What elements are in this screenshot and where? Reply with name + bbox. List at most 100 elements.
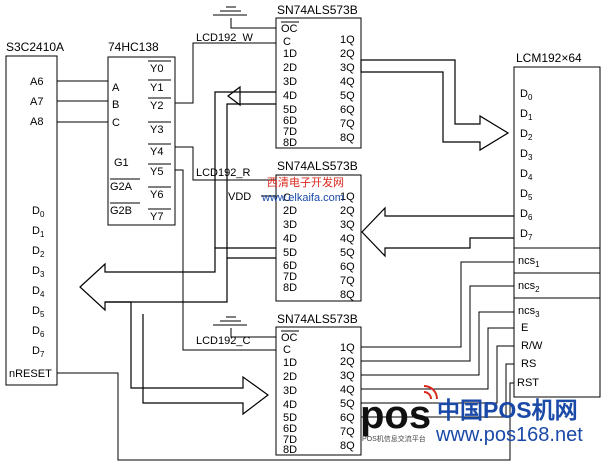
latch-1-signal-label: LCD192_W [196, 32, 253, 44]
cpu-pin-d3: D3 [32, 265, 45, 279]
cpu-pin-d7: D7 [32, 345, 45, 359]
svg-text:1Q: 1Q [340, 34, 355, 46]
svg-text:2Q: 2Q [340, 205, 355, 217]
bus-line-to-latch1 [214, 91, 276, 258]
lcm-block: LCM192×64 D0 D1 D2 D3 D4 D5 D6 D7 ncs1 n… [513, 51, 601, 398]
bus-arrow-latch1-to-lcm [360, 59, 510, 152]
lcm-title: LCM192×64 [516, 51, 582, 65]
decoder-out-y6: Y6 [150, 189, 163, 201]
lcm-data-pins: D0 D1 D2 D3 D4 D5 D6 D7 [520, 88, 533, 242]
svg-text:2Q: 2Q [340, 356, 355, 368]
lcm-pin-d1: D1 [520, 108, 533, 122]
lcm-pin-rw: R/W [521, 340, 543, 352]
svg-text:6D: 6D [283, 423, 297, 435]
latch-3-pin-oc: OC [281, 332, 298, 344]
lcm-pin-rs: RS [521, 358, 536, 370]
decoder-box [107, 56, 176, 226]
lcm-control-pins: E R/W RS RST [517, 322, 543, 389]
svg-text:6Q: 6Q [340, 104, 355, 116]
svg-text:3Q: 3Q [340, 62, 355, 74]
svg-text:8Q: 8Q [340, 132, 355, 144]
svg-text:3D: 3D [283, 76, 297, 88]
decoder-out-y0: Y0 [150, 63, 163, 75]
svg-text:5Q: 5Q [340, 90, 355, 102]
lcm-pin-d4: D4 [520, 168, 533, 182]
svg-text:6Q: 6Q [340, 261, 355, 273]
wires [57, 6, 514, 461]
latch-3-box [275, 326, 362, 456]
cpu-block: S3C2410A A6 A7 A8 D0 D1 D2 D3 D4 D5 D6 D… [5, 40, 64, 386]
latch-1-box [275, 17, 362, 149]
cpu-pin-a8: A8 [30, 116, 43, 128]
latch-1-d-pins: 1D 2D 3D 4D 5D 6D 7D 8D [283, 48, 297, 149]
decoder-block: 74HC138 A B C G1 G2A G2B Y0 Y1 Y2 Y3 Y4 … [107, 40, 176, 226]
lcm-pin-d3: D3 [520, 148, 533, 162]
svg-text:8Q: 8Q [340, 289, 355, 301]
latch-2-block: SN74ALS573B C 2D 3D 4D 5D 6D 7D 8D 1Q 2Q… [196, 159, 362, 302]
cpu-pin-d2: D2 [32, 245, 45, 259]
arrowhead-latch1-4d [227, 85, 241, 107]
lcm-pin-ncs1: ncs1 [518, 255, 540, 269]
latch-2-pin-c: C [283, 192, 291, 204]
svg-text:1D: 1D [283, 48, 297, 60]
svg-text:3Q: 3Q [340, 370, 355, 382]
cpu-pin-d0: D0 [32, 205, 45, 219]
cpu-data-pins: D0 D1 D2 D3 D4 D5 D6 D7 [32, 205, 45, 359]
latch-2-q-pins: 1Q 2Q 3Q 4Q 5Q 6Q 7Q 8Q [340, 191, 355, 301]
lcm-box [513, 66, 601, 398]
svg-text:2D: 2D [283, 371, 297, 383]
lcm-pin-e: E [521, 322, 528, 334]
latch-2-d-pins: 2D 3D 4D 5D 6D 7D 8D [283, 205, 297, 294]
svg-text:6Q: 6Q [340, 412, 355, 424]
decoder-input-a: A [112, 82, 120, 94]
svg-text:2Q: 2Q [340, 48, 355, 60]
latch-3-d-pins: 1D 2D 3D 4D 5D 6D 7D 8D [283, 357, 297, 456]
latch-3-title: SN74ALS573B [277, 312, 358, 326]
decoder-input-b: B [112, 99, 119, 111]
cpu-pin-d5: D5 [32, 305, 45, 319]
latch-1-block: SN74ALS573B OC C 1D 2D 3D 4D 5D 6D 7D 8D… [196, 3, 362, 149]
lcm-ncs-pins: ncs1 ncs2 ncs3 [518, 255, 540, 319]
svg-text:2D: 2D [283, 62, 297, 74]
svg-text:6D: 6D [283, 260, 297, 272]
svg-text:1Q: 1Q [340, 191, 355, 203]
cpu-pin-d6: D6 [32, 325, 45, 339]
svg-text:6D: 6D [283, 115, 297, 127]
decoder-title: 74HC138 [108, 40, 159, 54]
watermark-top-cn: 西清电子开发网 [267, 175, 344, 189]
svg-text:5D: 5D [283, 412, 297, 424]
bus-arrows [79, 59, 514, 416]
svg-text:7Q: 7Q [340, 275, 355, 287]
decoder-out-y7: Y7 [150, 211, 163, 223]
cpu-pin-d1: D1 [32, 225, 45, 239]
latch-2-title: SN74ALS573B [277, 159, 358, 173]
svg-text:8D: 8D [283, 444, 297, 456]
watermark-bottom: pos 中国POS机网 www.pos168.net POS机信息交流平台 [360, 385, 583, 446]
signal-icon [423, 385, 438, 400]
decoder-enable-g2a: G2A [110, 181, 133, 193]
vdd-label: VDD [228, 191, 251, 203]
lcm-pin-ncs2: ncs2 [518, 280, 540, 294]
decoder-output-bars [148, 60, 171, 210]
decoder-out-y1: Y1 [150, 82, 163, 94]
latch-2-signal-label: LCD192_R [196, 167, 250, 179]
decoder-input-c: C [112, 117, 120, 129]
decoder-enable-g1: G1 [114, 157, 129, 169]
bus-arrow-latch2-to-cpu [79, 247, 276, 312]
lcm-pin-d6: D6 [520, 208, 533, 222]
svg-text:7Q: 7Q [340, 118, 355, 130]
latch-1-pin-oc: OC [281, 23, 298, 35]
decoder-out-y4: Y4 [150, 146, 163, 158]
latch-1-title: SN74ALS573B [277, 3, 358, 17]
watermark-bottom-cn: 中国POS机网 [437, 397, 578, 423]
decoder-outputs: Y0 Y1 Y2 Y3 Y4 Y5 Y6 Y7 [150, 63, 163, 223]
svg-text:5Q: 5Q [340, 398, 355, 410]
cpu-box [5, 55, 58, 386]
cpu-pin-a7: A7 [30, 96, 43, 108]
lcm-pin-d0: D0 [520, 88, 533, 102]
decoder-out-y2: Y2 [150, 100, 163, 112]
svg-text:3D: 3D [283, 219, 297, 231]
lcm-pin-d5: D5 [520, 188, 533, 202]
svg-text:5D: 5D [283, 247, 297, 259]
